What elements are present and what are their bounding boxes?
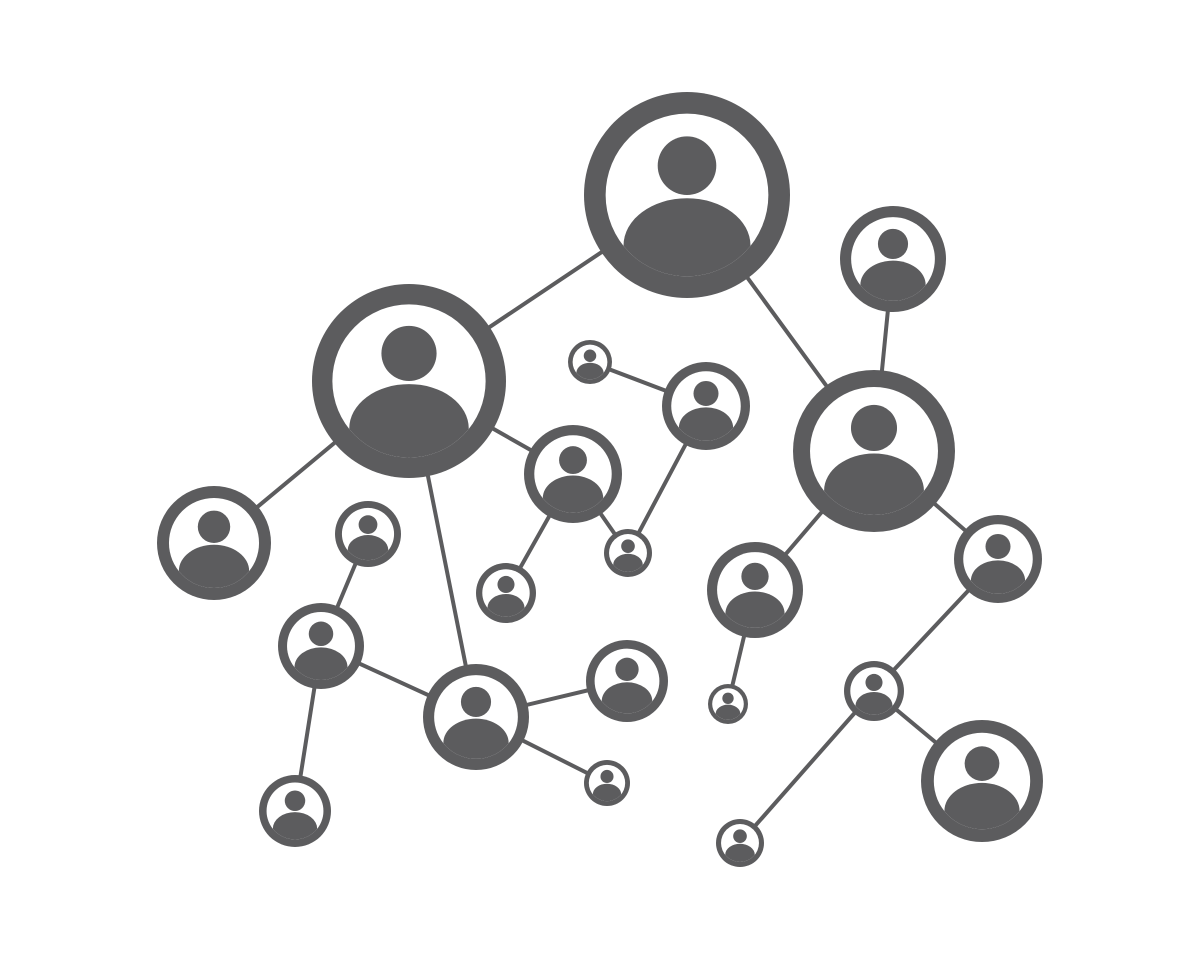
- person-icon: [855, 673, 893, 715]
- network-node: [278, 603, 364, 689]
- person-icon: [725, 562, 785, 628]
- network-node: [476, 563, 536, 623]
- person-icon: [970, 533, 1026, 594]
- person-icon: [178, 510, 250, 589]
- person-icon: [715, 692, 741, 720]
- network-node: [586, 640, 668, 722]
- person-icon: [487, 575, 525, 617]
- person-icon: [272, 790, 318, 840]
- network-node: [708, 684, 748, 724]
- network-node: [312, 284, 506, 478]
- network-node: [584, 92, 790, 298]
- person-icon: [613, 539, 643, 572]
- network-node: [844, 661, 904, 721]
- person-icon: [601, 657, 653, 714]
- network-node: [423, 664, 529, 770]
- person-icon: [824, 404, 924, 515]
- network-node: [662, 362, 750, 450]
- network-node: [716, 819, 764, 867]
- network-node: [954, 515, 1042, 603]
- person-icon: [542, 446, 604, 513]
- network-node: [335, 501, 401, 567]
- network-node: [921, 720, 1043, 842]
- person-icon: [349, 325, 469, 458]
- network-node: [157, 486, 271, 600]
- network-node: [707, 542, 803, 638]
- person-icon: [623, 136, 751, 277]
- person-icon: [294, 621, 348, 680]
- network-node: [604, 529, 652, 577]
- network-edge: [738, 689, 876, 845]
- network-node: [524, 425, 622, 523]
- person-icon: [443, 686, 509, 759]
- network-node: [584, 760, 630, 806]
- person-icon: [944, 746, 1020, 830]
- network-node: [793, 370, 955, 532]
- person-icon: [576, 349, 604, 380]
- person-icon: [592, 769, 622, 802]
- person-icon: [860, 228, 926, 301]
- person-icon: [678, 380, 734, 441]
- person-icon: [347, 515, 389, 561]
- network-node: [840, 206, 946, 312]
- nodes-layer: [157, 92, 1043, 867]
- network-node: [259, 775, 331, 847]
- network-node: [568, 340, 612, 384]
- person-icon: [725, 829, 755, 862]
